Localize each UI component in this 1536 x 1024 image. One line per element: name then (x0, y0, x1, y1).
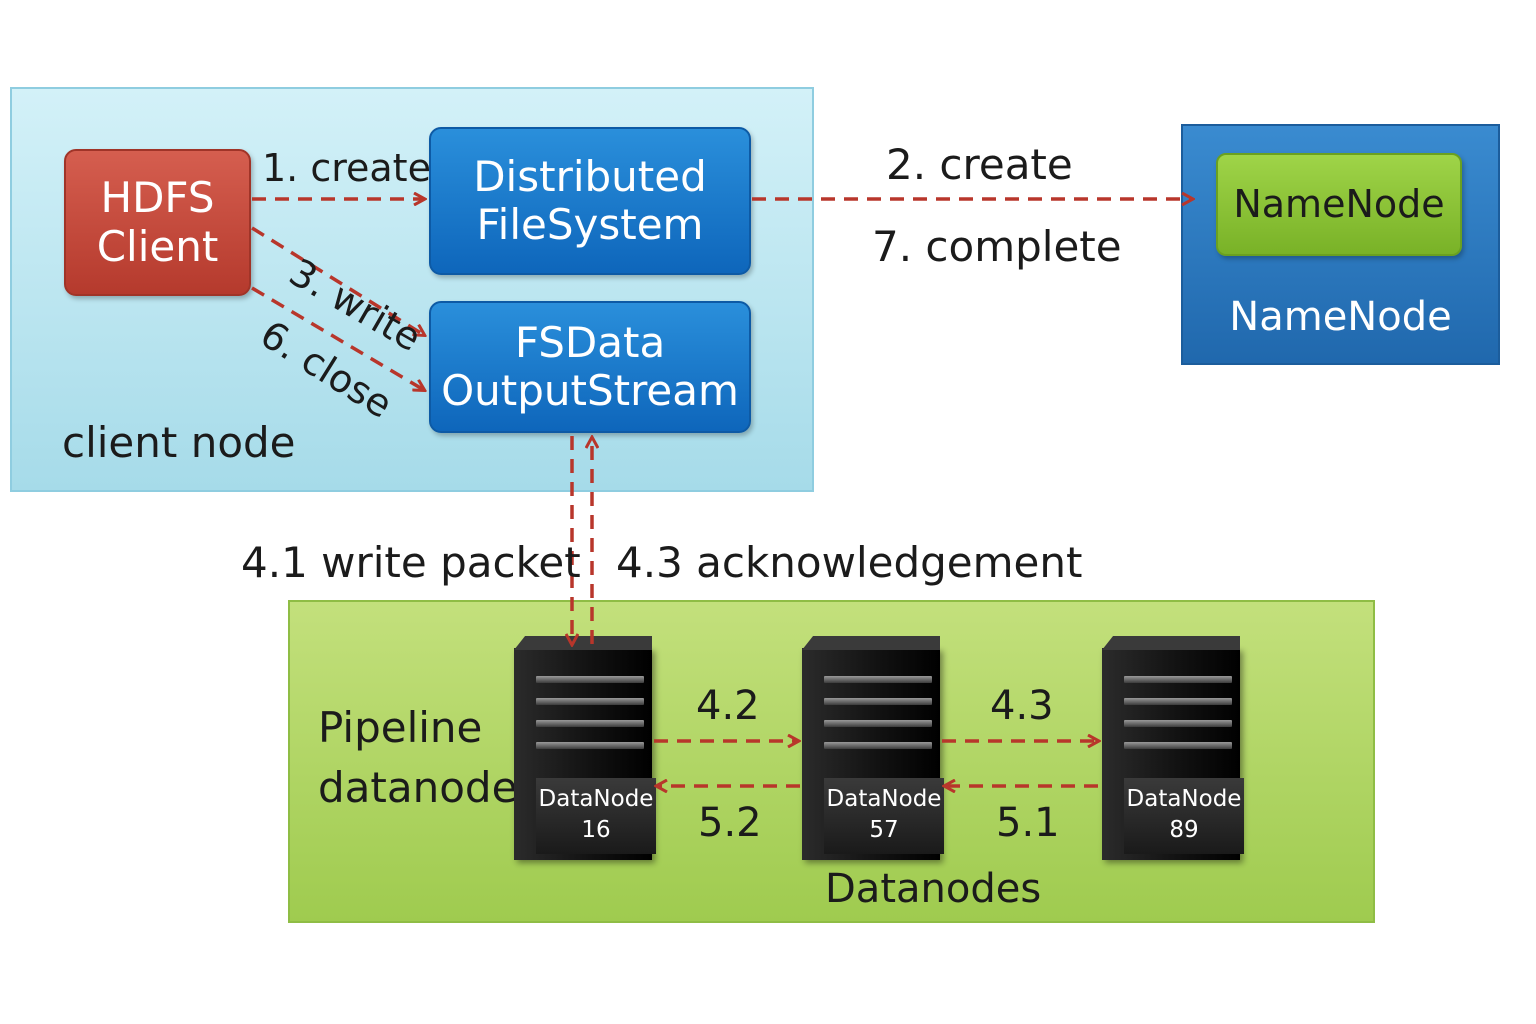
fsdata-outputstream-box: FSData OutputStream (429, 301, 751, 433)
pipeline-label-line1: Pipeline (318, 703, 483, 752)
datanodes-container-label: Datanodes (825, 866, 1042, 912)
datanode-server-89: DataNode 89 (1102, 636, 1244, 860)
datanode-name: DataNode (1126, 786, 1242, 812)
namenode-inner-box: NameNode (1216, 153, 1462, 256)
datanode-id: 89 (1169, 817, 1199, 843)
datanode-id: 57 (869, 817, 899, 843)
label-5-2: 5.2 (698, 800, 762, 846)
distributed-filesystem-box: Distributed FileSystem (429, 127, 751, 275)
namenode-container-label: NameNode (1229, 294, 1452, 340)
label-4-3-acknowledgement: 4.3 acknowledgement (616, 538, 1083, 587)
datanode-plate: DataNode 57 (824, 778, 944, 854)
fsdata-outputstream-line2: OutputStream (441, 366, 739, 415)
client-node-label: client node (62, 418, 296, 467)
fsdata-outputstream-line1: FSData (514, 317, 666, 367)
datanode-name: DataNode (826, 786, 942, 812)
datanode-server-57: DataNode 57 (802, 636, 944, 860)
pipeline-datanodes-label: Pipeline datanodes (318, 698, 539, 818)
distributed-filesystem-line2: FileSystem (476, 200, 704, 249)
label-7-complete: 7. complete (872, 222, 1122, 271)
label-5-1: 5.1 (996, 800, 1060, 846)
datanode-id: 16 (581, 817, 611, 843)
datanode-name: DataNode (538, 786, 654, 812)
namenode-inner-label: NameNode (1233, 181, 1445, 226)
pipeline-label-line2: datanodes (318, 763, 540, 812)
datanode-plate: DataNode 16 (536, 778, 656, 854)
label-4-1-write-packet: 4.1 write packet (241, 538, 581, 587)
datanode-server-16: DataNode 16 (514, 636, 656, 860)
label-2-create: 2. create (886, 140, 1073, 189)
hdfs-client-line1: HDFS (100, 173, 215, 223)
hdfs-client-box: HDFS Client (64, 149, 251, 296)
distributed-filesystem-line1: Distributed (473, 151, 707, 201)
label-4-2: 4.2 (696, 683, 760, 729)
hdfs-client-line2: Client (96, 221, 219, 271)
label-4-3: 4.3 (990, 683, 1054, 729)
label-1-create: 1. create (262, 146, 431, 190)
datanode-plate: DataNode 89 (1124, 778, 1244, 854)
